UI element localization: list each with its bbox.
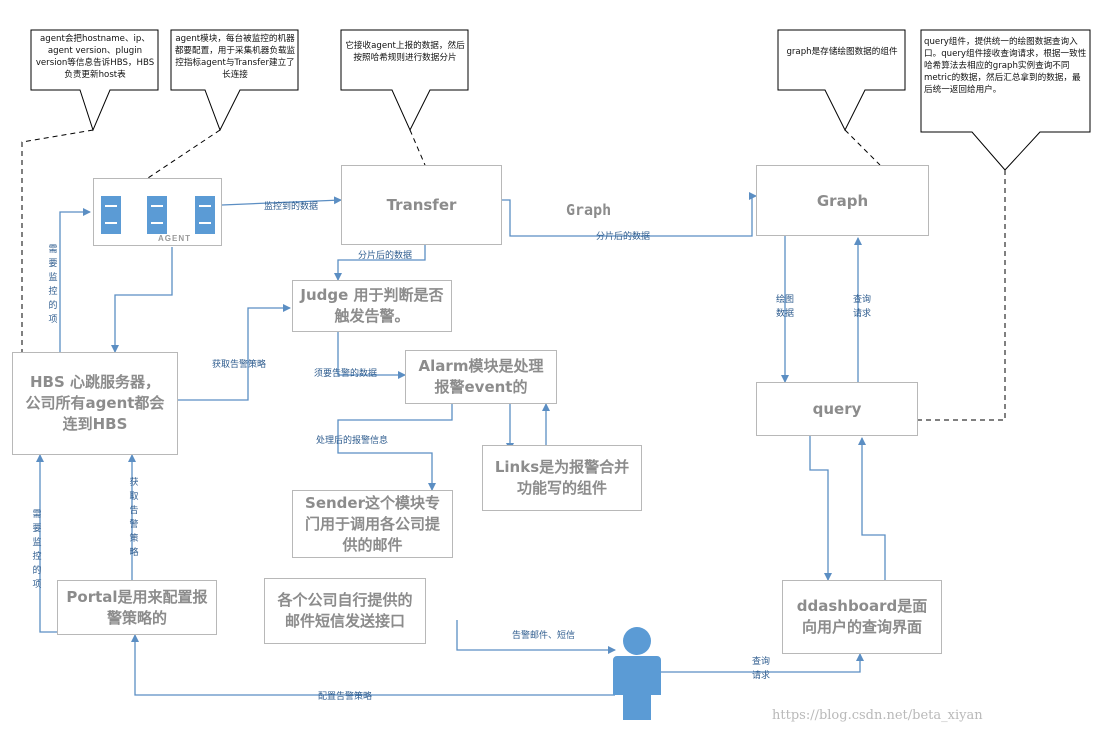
edge-transfer-graph [502,192,757,237]
links-node: Links是为报警合并功能写的组件 [482,445,642,511]
callout-query-desc: query组件，提供统一的绘图数据查询入口。query组件接收查询请求，根据一致… [924,37,1087,95]
graph-desc-leader [844,129,881,166]
edge-label-fetch-alarm-policy-2: 获取告警策略 [129,478,139,558]
judge-title: Judge 用于判断是否触发告警。 [300,286,444,325]
edge-label-query-request-2: 查询请求 [751,657,770,681]
edge-label-config-alarm-policy: 配置告警策略 [318,692,373,702]
portal-title: Portal是用来配置报警策略的 [66,587,208,627]
query-node: query [756,382,918,436]
graph-node: Graph [756,165,929,236]
graph-middle-title: Graph [566,201,612,219]
user-person-icon [613,627,661,720]
dashboard-node: ddashboard是面向用户的查询界面 [782,580,942,654]
hbs-title: HBS 心跳服务器，公司所有agent都会连到HBS [25,373,165,433]
query-desc-leader [918,170,1006,421]
query-title: query [812,400,862,418]
edge-hbs-agent [59,208,91,354]
edge-label-draw-data: 绘图数据 [775,295,794,319]
callout-agent-desc: agent会把hostname、ip、agent version、plugin … [35,34,155,80]
portal-node: Portal是用来配置报警策略的 [57,580,217,635]
callout-agent-desc-shape [30,29,159,132]
edge-mail-person [456,620,616,654]
edge-agent-transfer [221,196,342,206]
agent-label: AGENT [158,234,191,243]
alarm-node: Alarm模块是处理报警event的 [405,350,557,404]
sender-node: Sender这个模块专门用于调用各公司提供的邮件 [292,490,453,558]
callout-query-desc-shape [920,29,1091,171]
edge-portal-hbs-1 [36,454,57,633]
edge-dashboard-query [858,437,886,580]
server-icon [147,196,167,234]
agent-module-leader [147,129,221,179]
mail-sms-node: 各个公司自行提供的邮件短信发送接口 [264,578,426,644]
transfer-title: Transfer [386,196,457,214]
edge-person-portal [131,634,615,696]
edge-judge-alarm [337,332,406,379]
edge-agent-hbs [111,247,173,353]
sender-title: Sender这个模块专门用于调用各公司提供的邮件 [304,493,440,554]
mail-sms-title: 各个公司自行提供的邮件短信发送接口 [277,591,413,630]
server-icon [101,196,121,234]
edge-query-dashboard [809,436,832,581]
callout-agent-module: agent模块，每台被监控的机器都要配置，用于采集机器负载监控指标agent与T… [174,34,296,80]
edge-label-need-alarm-data: 须要告警的数据 [314,369,378,379]
edge-transfer-judge [334,245,426,281]
links-title: Links是为报警合并功能写的组件 [494,458,630,497]
edge-label-need-monitor-items-2: 需要监控的项 [32,510,42,590]
edge-label-fetch-alarm-policy-1: 获取告警策略 [212,360,267,370]
agent-desc-leader [21,129,94,355]
edge-label-need-monitor-items-1: 需要监控的项 [48,245,58,325]
edge-person-dashboard [660,653,864,673]
edge-label-sharded-data-2: 分片后的数据 [596,232,651,242]
edge-alarm-sender [337,404,453,491]
judge-node: Judge 用于判断是否触发告警。 [292,280,452,332]
callout-transfer-desc: 它接收agent上报的数据，然后按照哈希规则进行数据分片 [345,41,465,63]
edge-label-query-request-1: 查询请求 [852,295,871,319]
alarm-title: Alarm模块是处理报警event的 [418,357,544,396]
callout-agent-module-shape [170,29,299,132]
callout-graph-desc: graph是存储绘图数据的组件 [786,47,898,57]
edge-label-alarm-mail-sms: 告警邮件、短信 [512,631,576,641]
graph-title: Graph [816,191,869,210]
watermark: https://blog.csdn.net/beta_xiyan [772,708,983,723]
agent-node: AGENT [93,178,222,246]
edge-hbs-judge [178,304,291,401]
edge-label-processed-alarm-info: 处理后的报警信息 [316,436,389,446]
callout-transfer-desc-shape [340,29,469,132]
transfer-node: Transfer [341,165,502,245]
hbs-node: HBS 心跳服务器，公司所有agent都会连到HBS [12,352,178,455]
edge-label-monitored-data: 监控到的数据 [264,202,319,212]
dashboard-title: ddashboard是面向用户的查询界面 [796,597,928,636]
callout-graph-desc-shape [777,29,906,132]
edge-label-sharded-data-1: 分片后的数据 [358,251,413,261]
server-icon [195,196,215,234]
transfer-desc-leader [409,129,426,166]
